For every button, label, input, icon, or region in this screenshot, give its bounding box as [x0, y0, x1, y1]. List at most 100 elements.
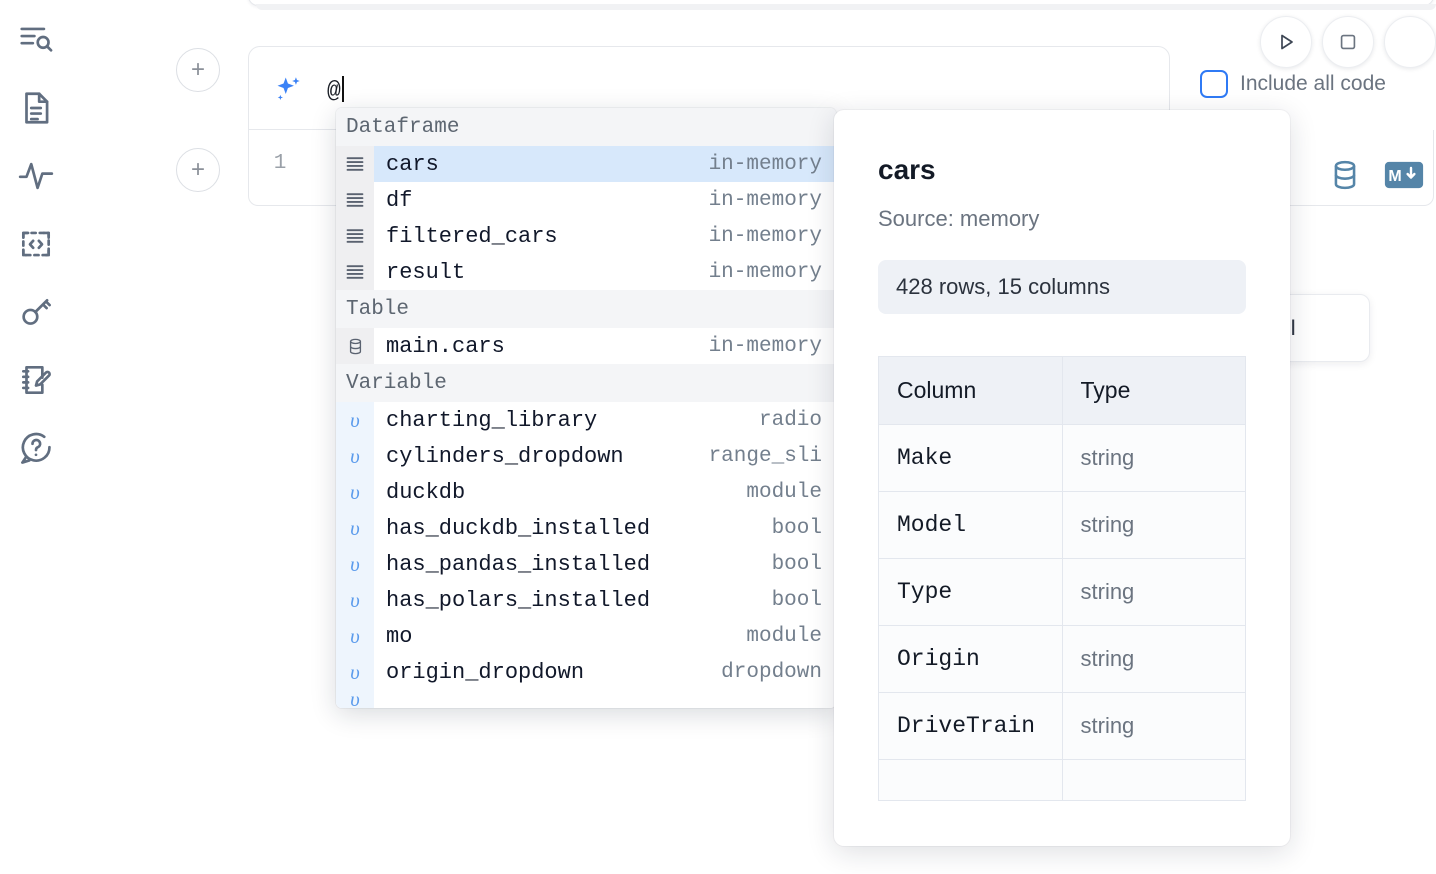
- help-icon[interactable]: [12, 424, 60, 472]
- table-cell-column: Model: [878, 491, 1063, 559]
- autocomplete-item-body: cars in-memory: [374, 146, 836, 182]
- autocomplete-item[interactable]: cars in-memory: [336, 146, 836, 182]
- dataframe-preview-panel: cars Source: memory 428 rows, 15 columns…: [834, 110, 1290, 846]
- add-cell-button-below[interactable]: +: [176, 148, 220, 192]
- autocomplete-item[interactable]: υ has_duckdb_installed bool: [336, 510, 836, 546]
- sidebar-icon-rail: [0, 0, 72, 874]
- dataframe-icon: [336, 218, 374, 254]
- ai-prompt-value: @: [327, 78, 341, 104]
- variable-icon: υ: [336, 582, 374, 618]
- cell-run-controls: [1260, 16, 1436, 68]
- autocomplete-item-type: module: [746, 480, 822, 504]
- table-cell-type: string: [1061, 424, 1246, 492]
- markdown-icon[interactable]: M: [1384, 161, 1424, 194]
- scratchpad-icon[interactable]: [12, 356, 60, 404]
- autocomplete-group-header: Table: [336, 290, 836, 328]
- autocomplete-item-type: in-memory: [708, 260, 822, 284]
- table-cell-type: string: [1061, 625, 1246, 693]
- autocomplete-item-name: cars: [386, 151, 439, 177]
- sparkle-icon: [271, 73, 305, 107]
- autocomplete-item[interactable]: υ: [336, 690, 836, 708]
- include-all-code-checkbox[interactable]: [1200, 70, 1228, 98]
- table-cell-column: Origin: [878, 625, 1063, 693]
- autocomplete-item-type: dropdown: [721, 660, 822, 684]
- run-button[interactable]: [1260, 16, 1312, 68]
- autocomplete-item-body: df in-memory: [374, 182, 836, 218]
- autocomplete-group-header: Dataframe: [336, 108, 836, 146]
- autocomplete-item-type: in-memory: [708, 188, 822, 212]
- dataframe-icon: [336, 146, 374, 182]
- dataframe-icon: [336, 182, 374, 218]
- autocomplete-item-type: module: [746, 624, 822, 648]
- autocomplete-item-name: has_duckdb_installed: [386, 515, 651, 541]
- add-cell-button-above[interactable]: +: [176, 48, 220, 92]
- preview-shape-badge: 428 rows, 15 columns: [878, 260, 1246, 314]
- variable-icon: υ: [336, 438, 374, 474]
- table-row: [878, 759, 1246, 801]
- text-caret: [341, 76, 344, 102]
- autocomplete-item-type: radio: [758, 408, 822, 432]
- autocomplete-item-type: bool: [771, 588, 822, 612]
- table-cell-type: [1061, 759, 1246, 801]
- autocomplete-item-name: main.cars: [386, 333, 505, 359]
- autocomplete-item[interactable]: df in-memory: [336, 182, 836, 218]
- code-snippet-icon[interactable]: [12, 220, 60, 268]
- autocomplete-item-name: result: [386, 259, 466, 285]
- ai-prompt-input[interactable]: @: [327, 73, 344, 104]
- autocomplete-item-type: in-memory: [708, 152, 822, 176]
- dataframe-icon: [336, 254, 374, 290]
- autocomplete-item-type: in-memory: [708, 224, 822, 248]
- activity-icon[interactable]: [12, 152, 60, 200]
- variable-icon: υ: [336, 510, 374, 546]
- table-cell-column: DriveTrain: [878, 692, 1063, 760]
- autocomplete-group-header: Variable: [336, 364, 836, 402]
- preview-title: cars: [878, 154, 936, 185]
- table-cell-column: Type: [878, 558, 1063, 626]
- autocomplete-item-type: bool: [771, 516, 822, 540]
- previous-cell-shadow: [256, 4, 1436, 10]
- variable-icon: υ: [336, 402, 374, 438]
- include-all-code-row[interactable]: Include all code: [1200, 70, 1386, 98]
- document-icon[interactable]: [12, 84, 60, 132]
- autocomplete-item-name: df: [386, 187, 413, 213]
- autocomplete-item-body: [374, 690, 836, 708]
- autocomplete-item-name: mo: [386, 623, 413, 649]
- table-cell-type: string: [1061, 491, 1246, 559]
- autocomplete-item-type: bool: [771, 552, 822, 576]
- table-column-header: Type: [1061, 356, 1246, 425]
- database-icon[interactable]: [1328, 158, 1362, 197]
- stop-button[interactable]: [1322, 16, 1374, 68]
- autocomplete-item-body: result in-memory: [374, 254, 836, 290]
- table-cell-type: string: [1061, 692, 1246, 760]
- table-cell-type: string: [1061, 558, 1246, 626]
- variable-icon: υ: [336, 474, 374, 510]
- line-number: 1: [273, 152, 287, 175]
- include-all-code-label: Include all code: [1240, 72, 1386, 95]
- key-icon[interactable]: [12, 288, 60, 336]
- more-actions-button[interactable]: [1384, 16, 1436, 68]
- file-search-icon[interactable]: [12, 16, 60, 64]
- autocomplete-item[interactable]: result in-memory: [336, 254, 836, 290]
